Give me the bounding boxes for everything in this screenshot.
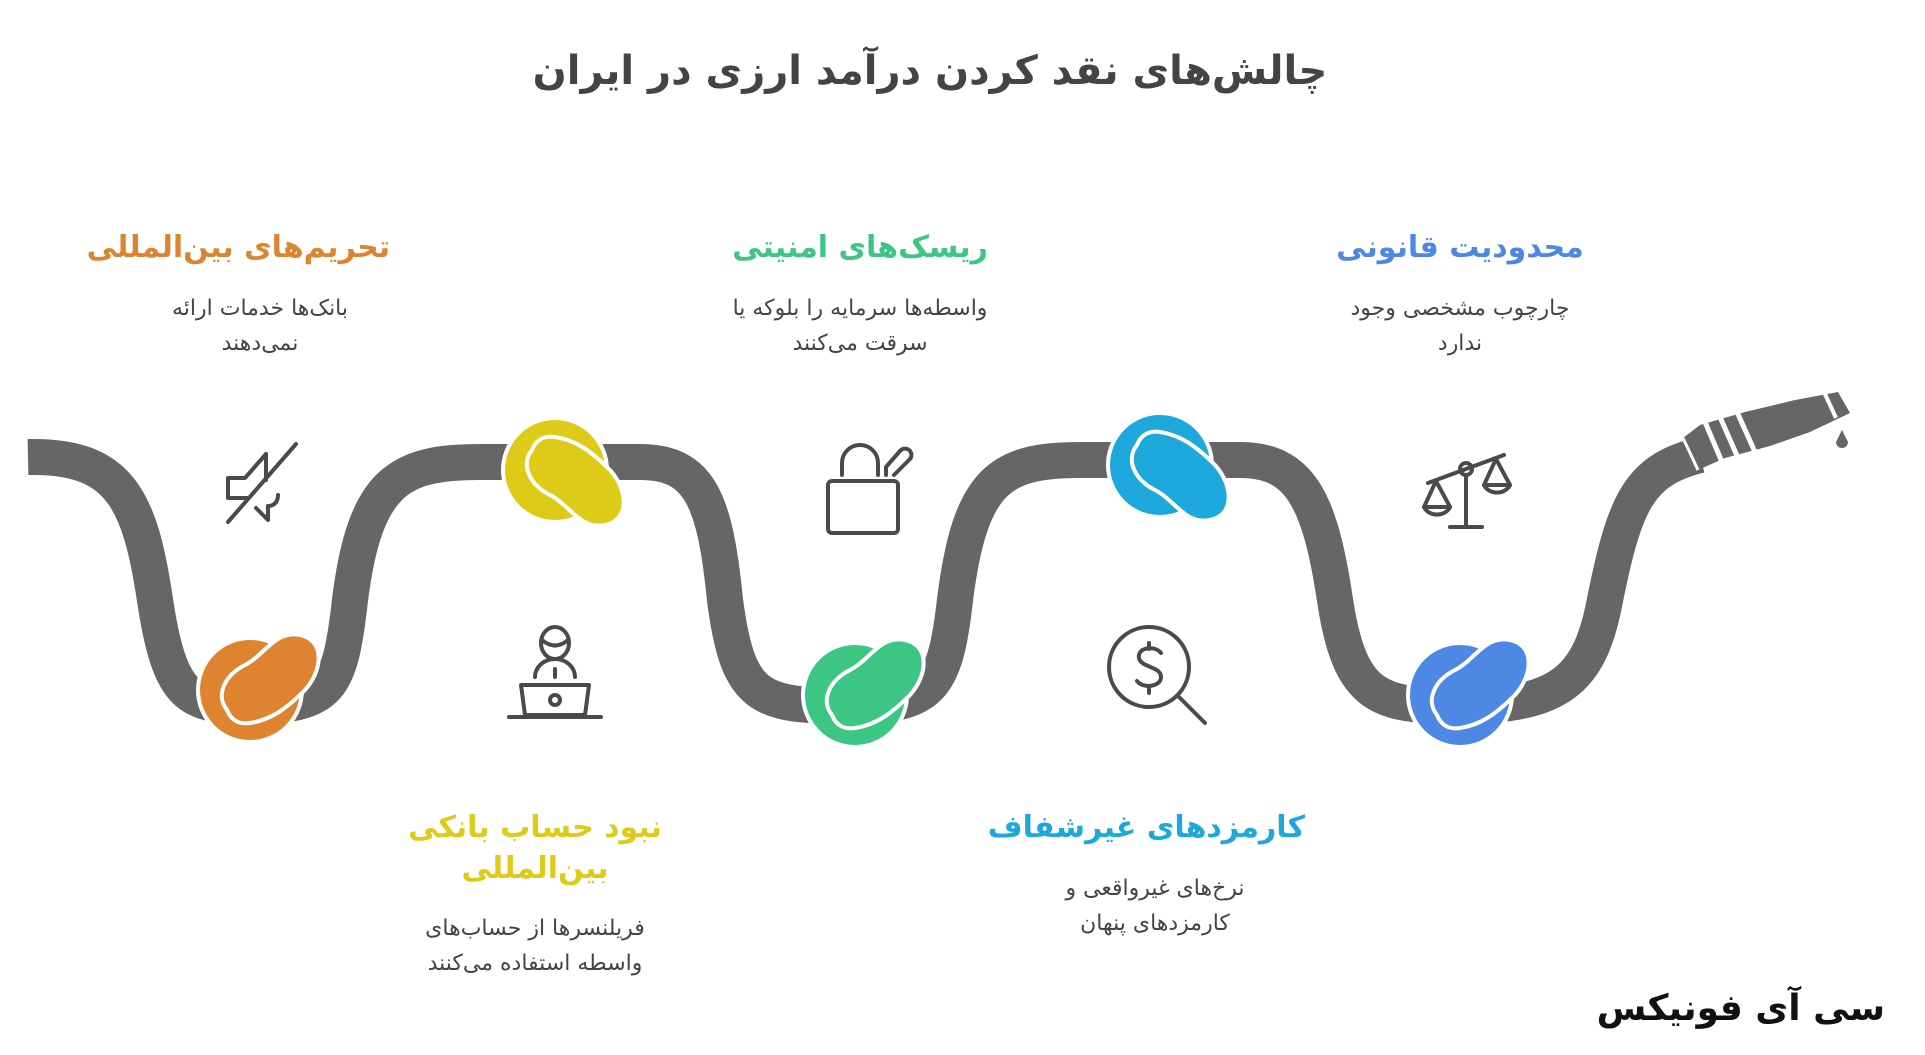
challenge-heading: محدودیت قانونی [1336,230,1584,265]
knot-opaque-fees [1106,411,1231,523]
challenge-description: فریلنسرها از حساب‌های واسطه استفاده می‌ک… [425,916,645,977]
challenge-card-opaque-fees: کارمزدهای غیرشفاف نرخ‌های غیرواقعی و کار… [987,808,1305,941]
challenge-heading: نبود حساب بانکی بین‌المللی [408,810,662,886]
challenge-card-no-bank-account: نبود حساب بانکی بین‌المللی فریلنسرها از … [400,808,670,981]
challenge-card-security-risks: ریسک‌های امنیتی واسطه‌ها سرمایه را بلوکه… [700,228,1020,361]
person-laptop-icon [505,625,605,725]
muted-speaker-icon [218,440,310,530]
water-drop-icon [1836,430,1848,448]
challenge-card-legal-limits: محدودیت قانونی چارچوب مشخصی وجود ندارد [1310,228,1610,361]
knot-legal-limits [1406,637,1531,749]
challenge-heading: تحریم‌های بین‌المللی [86,230,390,265]
knot-no-bank-account [501,416,626,528]
knot-security-risks [801,637,926,749]
challenge-card-sanctions: تحریم‌های بین‌المللی بانک‌ها خدمات ارائه… [86,228,390,361]
diagram-title: چالش‌های نقد کردن درآمد ارزی در ایران [532,48,1328,94]
challenge-heading: کارمزدهای غیرشفاف [987,810,1305,845]
challenge-description: واسطه‌ها سرمایه را بلوکه یا سرقت می‌کنند [732,295,988,356]
nozzle [1681,392,1850,471]
brand-logo-text: سی آی فونیکس [1596,988,1885,1029]
dollar-search-icon [1105,625,1215,730]
challenge-description: بانک‌ها خدمات ارائه نمی‌دهند [171,295,349,356]
knot-sanctions [196,632,321,744]
challenge-description: چارچوب مشخصی وجود ندارد [1350,295,1570,356]
challenge-heading: ریسک‌های امنیتی [732,230,988,265]
broken-lock-icon [820,435,930,535]
challenge-description: نرخ‌های غیرواقعی و کارمزدهای پنهان [1065,875,1245,936]
scale-icon [1420,435,1520,535]
